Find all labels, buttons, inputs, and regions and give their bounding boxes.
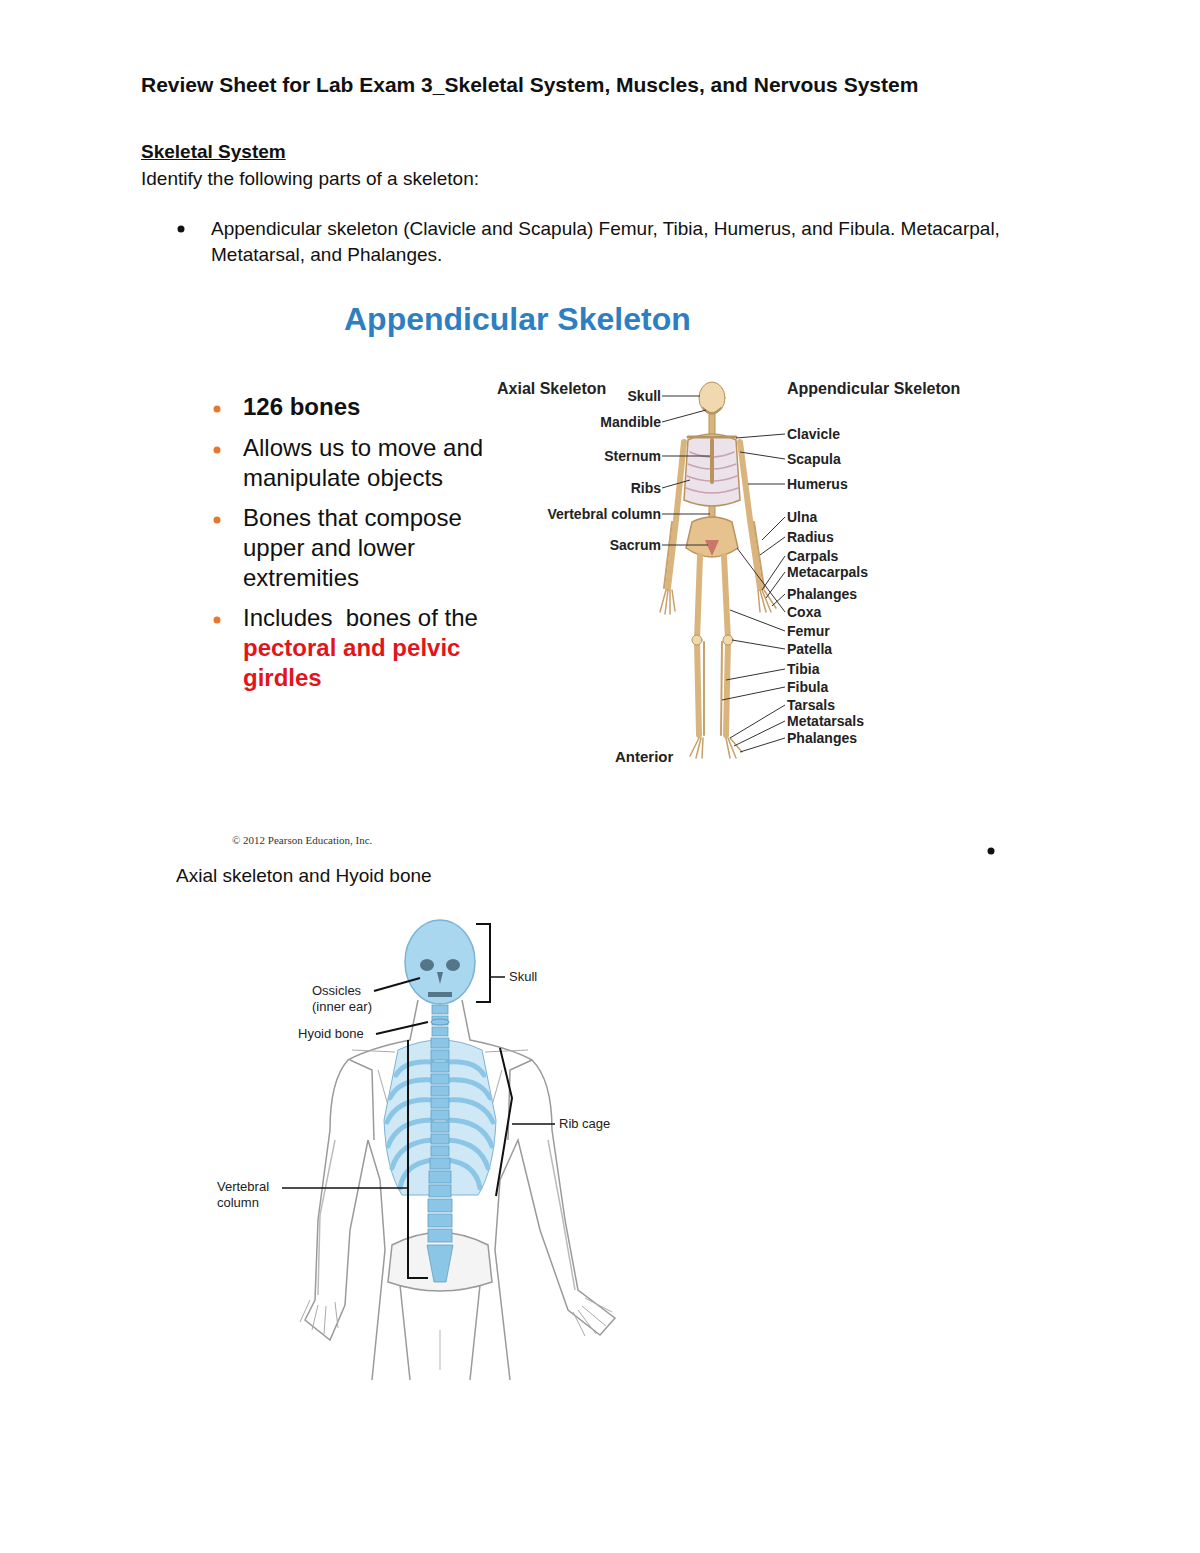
bone-label: Sacrum xyxy=(610,537,661,553)
bone-label: Phalanges xyxy=(787,730,857,746)
bone-label: Clavicle xyxy=(787,426,840,442)
slide-bullet-highlight: pectoral and pelvic girdles xyxy=(243,633,498,693)
view-label: Anterior xyxy=(615,748,673,766)
slide-bullet: 126 bones xyxy=(243,392,498,422)
figure-heading: Axial Skeleton xyxy=(497,380,606,398)
part-label: Ossicles (inner ear) xyxy=(312,983,378,1015)
bone-label: Metatarsals xyxy=(787,713,864,729)
bone-label: Humerus xyxy=(787,476,848,492)
bone-label: Coxa xyxy=(787,604,821,620)
section-heading: Skeletal System xyxy=(141,141,286,164)
instruction-text: Identify the following parts of a skelet… xyxy=(141,168,479,191)
slide-title: Appendicular Skeleton xyxy=(344,300,691,338)
bone-label: Patella xyxy=(787,641,832,657)
bone-label: Scapula xyxy=(787,451,841,467)
bone-label: Tarsals xyxy=(787,697,835,713)
part-label: Vertebral column xyxy=(217,1179,279,1211)
bullet-dot xyxy=(178,226,185,233)
bone-label: Radius xyxy=(787,529,834,545)
bone-label: Sternum xyxy=(604,448,661,464)
part-label: Skull xyxy=(509,969,537,985)
figure2-leaders xyxy=(282,924,555,1278)
bone-label: Fibula xyxy=(787,679,828,695)
bullet-dot xyxy=(988,848,995,855)
slide-bullet: Includes bones of the xyxy=(243,603,498,633)
orange-bullets xyxy=(214,406,221,624)
bone-label: Tibia xyxy=(787,661,819,677)
leader-lines xyxy=(662,396,785,752)
copyright-note: © 2012 Pearson Education, Inc. xyxy=(232,834,372,847)
bone-label: Phalanges xyxy=(787,586,857,602)
bone-label: Ulna xyxy=(787,509,817,525)
bone-label: Carpals xyxy=(787,548,838,564)
bullet-text: Appendicular skeleton (Clavicle and Scap… xyxy=(211,216,1011,268)
bone-label: Metacarpals xyxy=(787,564,868,580)
bone-label: Mandible xyxy=(600,414,661,430)
axial-skeleton-figure xyxy=(300,920,615,1380)
document-title: Review Sheet for Lab Exam 3_Skeletal Sys… xyxy=(141,72,918,97)
bone-label: Skull xyxy=(628,388,661,404)
part-label: Hyoid bone xyxy=(298,1026,364,1042)
bone-label: Ribs xyxy=(631,480,661,496)
bone-label: Femur xyxy=(787,623,830,639)
skeleton-figure xyxy=(660,382,776,758)
figure-heading: Appendicular Skeleton xyxy=(787,380,960,398)
figure-caption: Axial skeleton and Hyoid bone xyxy=(176,865,432,888)
slide-bullet: Allows us to move and manipulate objects xyxy=(243,433,498,493)
slide-bullet: Bones that compose upper and lower extre… xyxy=(243,503,498,593)
bone-label: Vertebral column xyxy=(547,506,661,522)
part-label: Rib cage xyxy=(559,1116,610,1132)
